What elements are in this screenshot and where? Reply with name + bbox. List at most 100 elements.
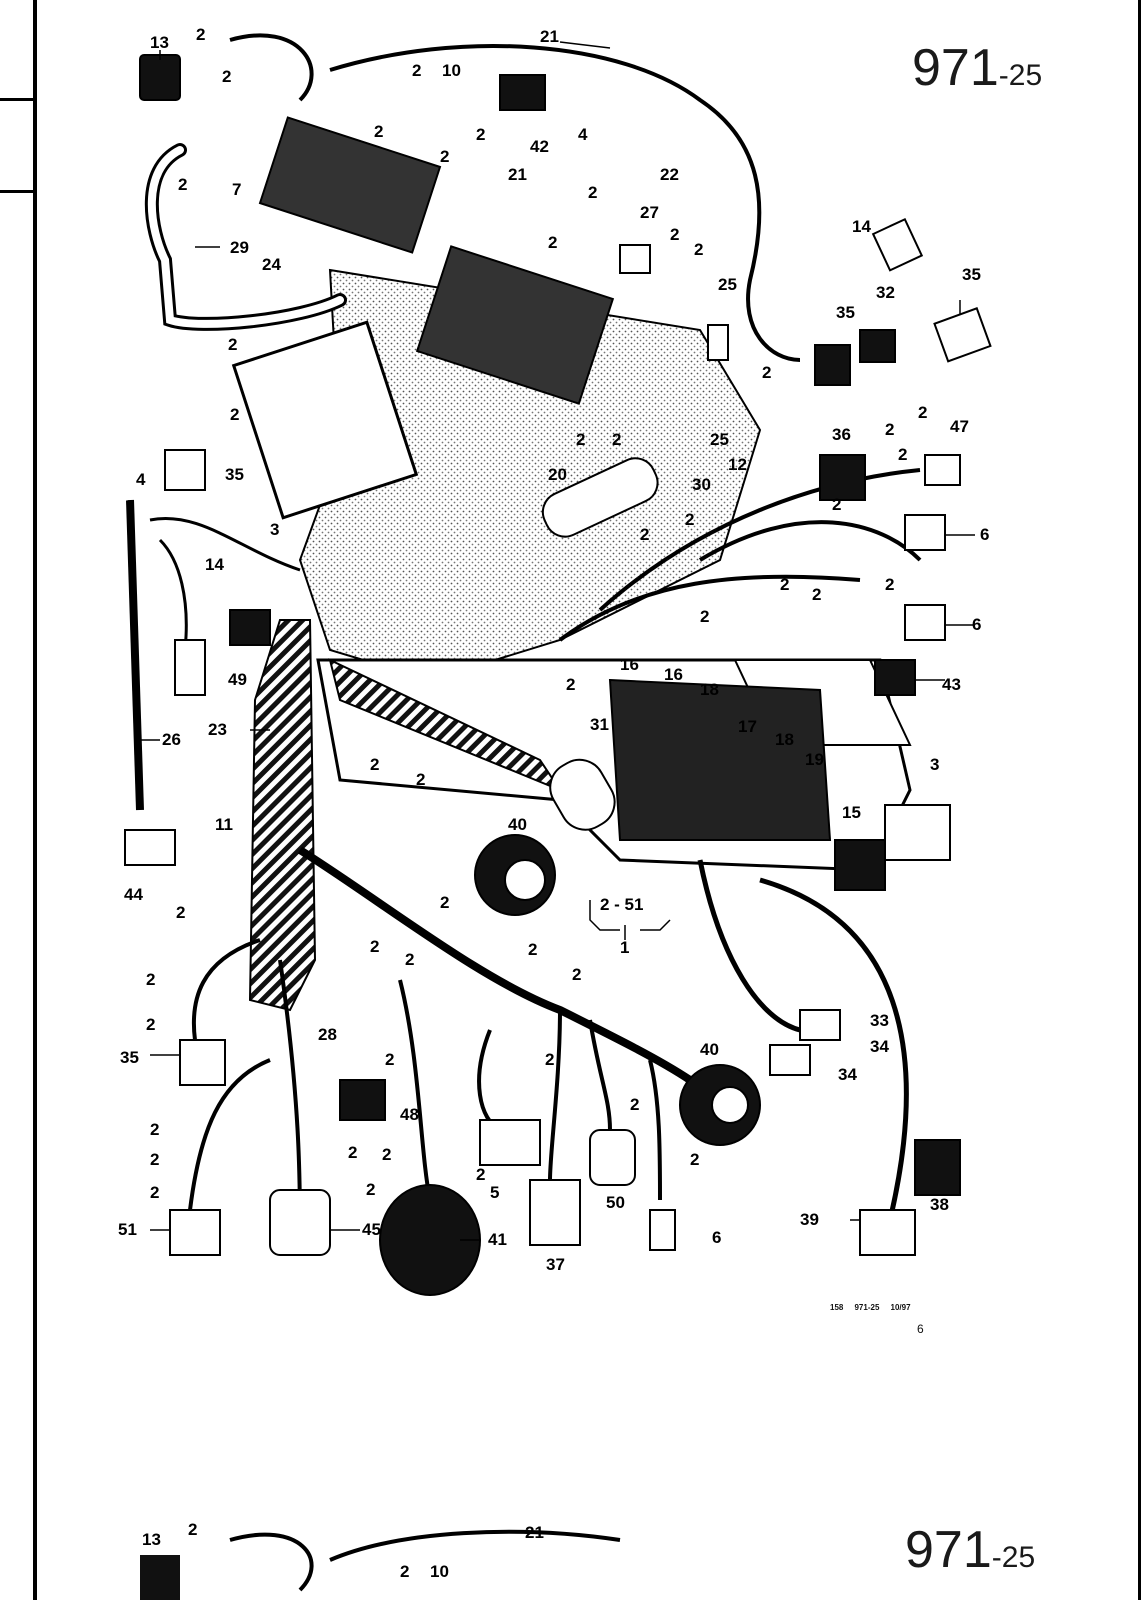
callout-2-i: 2	[670, 225, 679, 244]
left-tab-mark-2	[0, 190, 33, 193]
connector-35-lower	[179, 1039, 226, 1086]
footer-callout-13: 13	[142, 1530, 161, 1549]
center-lower-wires	[398, 979, 662, 1201]
connector-35-top	[933, 307, 992, 363]
left-scan-edge	[33, 0, 37, 1600]
connector-6-b	[904, 604, 946, 641]
switch-38	[914, 1139, 961, 1196]
callout-21-b: 21	[508, 165, 527, 184]
connector-50	[589, 1129, 636, 1186]
callout-35-a: 35	[962, 265, 981, 284]
callout-6-b: 6	[972, 615, 981, 634]
callout-18-a: 18	[700, 680, 719, 699]
connector-36	[819, 454, 866, 501]
grommet-31	[549, 758, 616, 831]
callout-45: 45	[362, 1220, 381, 1239]
callout-2-c: 2	[412, 61, 421, 80]
callout-27: 27	[640, 203, 659, 222]
callout-2-x: 2	[812, 585, 821, 604]
connector-35-mid	[814, 344, 851, 386]
callout-2-p: 2	[612, 430, 621, 449]
connector-45	[269, 1189, 331, 1256]
connector-42	[499, 74, 546, 111]
callout-35-d: 35	[120, 1048, 139, 1067]
callout-18-b: 18	[775, 730, 794, 749]
callout-2-b: 2	[222, 67, 231, 86]
callout-2-ar: 2	[366, 1180, 375, 1199]
callout-2-l: 2	[228, 335, 237, 354]
left-fuse-carrier	[231, 320, 419, 520]
callout-2-ah: 2	[528, 940, 537, 959]
callout-32: 32	[876, 283, 895, 302]
connector-14-top	[871, 217, 924, 272]
footer-connector-13	[140, 1555, 180, 1600]
callout-2-s: 2	[898, 445, 907, 464]
connector-48	[339, 1079, 386, 1121]
callout-2-ae: 2	[440, 893, 449, 912]
page-code: 971-25	[912, 38, 1042, 98]
callout-2-av: 2	[690, 1150, 699, 1169]
callout-3-b: 3	[930, 755, 939, 774]
callout-21-a: 21	[540, 27, 559, 46]
harness-body	[126, 33, 922, 1231]
socket-40-a-inner	[504, 859, 546, 901]
callout-1: 1	[620, 938, 629, 957]
callout-14-b: 14	[205, 555, 224, 574]
callout-2-a: 2	[196, 25, 205, 44]
callout-2-r: 2	[918, 403, 927, 422]
page-code-repeat: 971-25	[905, 1520, 1035, 1580]
callout-34-a: 34	[870, 1037, 889, 1056]
connector-34-a	[799, 1009, 841, 1041]
callout-31: 31	[590, 715, 609, 734]
connector-13	[139, 54, 181, 101]
sleeve-30	[541, 457, 659, 538]
page-code-main: 971	[912, 39, 999, 97]
callout-36: 36	[832, 425, 851, 444]
callout-50: 50	[606, 1193, 625, 1212]
callout-5: 5	[490, 1183, 499, 1202]
callout-24: 24	[262, 255, 281, 274]
caption-code: 971-25	[854, 1303, 880, 1312]
callout-2-e: 2	[476, 125, 485, 144]
callout-2-y: 2	[885, 575, 894, 594]
callout-6-a: 6	[980, 525, 989, 544]
figure-caption: 158 971-25 10/97	[830, 1303, 911, 1312]
footer-wire-loop	[229, 1529, 621, 1592]
connector-27	[619, 244, 651, 274]
socket-40-b-inner	[711, 1086, 749, 1124]
callout-25-b: 25	[710, 430, 729, 449]
callout-7: 7	[232, 180, 241, 199]
footer-callout-2: 2	[188, 1520, 197, 1539]
connector-26-plug	[174, 639, 206, 696]
connector-6-a	[904, 514, 946, 551]
callout-40-a: 40	[508, 815, 527, 834]
callout-2-ap: 2	[150, 1183, 159, 1202]
callout-2-v: 2	[685, 510, 694, 529]
upper-connector-block	[258, 116, 442, 254]
left-hose-inner	[147, 146, 344, 328]
connector-35-left	[164, 449, 206, 491]
callout-30: 30	[692, 475, 711, 494]
callout-2-an: 2	[150, 1120, 159, 1139]
callout-2-f: 2	[178, 175, 187, 194]
callout-11: 11	[215, 815, 233, 834]
callout-2-t: 2	[832, 495, 841, 514]
callout-3-a: 3	[270, 520, 279, 539]
callout-20: 20	[548, 465, 567, 484]
callout-34-b: 34	[838, 1065, 857, 1084]
callout-16-b: 16	[664, 665, 683, 684]
callout-42: 42	[530, 137, 549, 156]
stray-mark: 6	[917, 1322, 924, 1336]
callout-16-a: 16	[620, 655, 639, 674]
callout-37: 37	[546, 1255, 565, 1274]
callout-22: 22	[660, 165, 679, 184]
callout-4-a: 4	[578, 125, 588, 144]
connector-5	[479, 1119, 541, 1166]
vertical-harness-wrap	[248, 619, 317, 1012]
callout-2-at: 2	[476, 1165, 485, 1184]
callout-labels: 13 2 21 2 2 10 2 2 42 4 22 2 7 2 21 2 29…	[118, 25, 989, 1274]
caption-sheet: 158	[830, 1303, 844, 1312]
callout-28: 28	[318, 1025, 337, 1044]
callout-2-u: 2	[640, 525, 649, 544]
connector-6-c	[649, 1209, 676, 1251]
